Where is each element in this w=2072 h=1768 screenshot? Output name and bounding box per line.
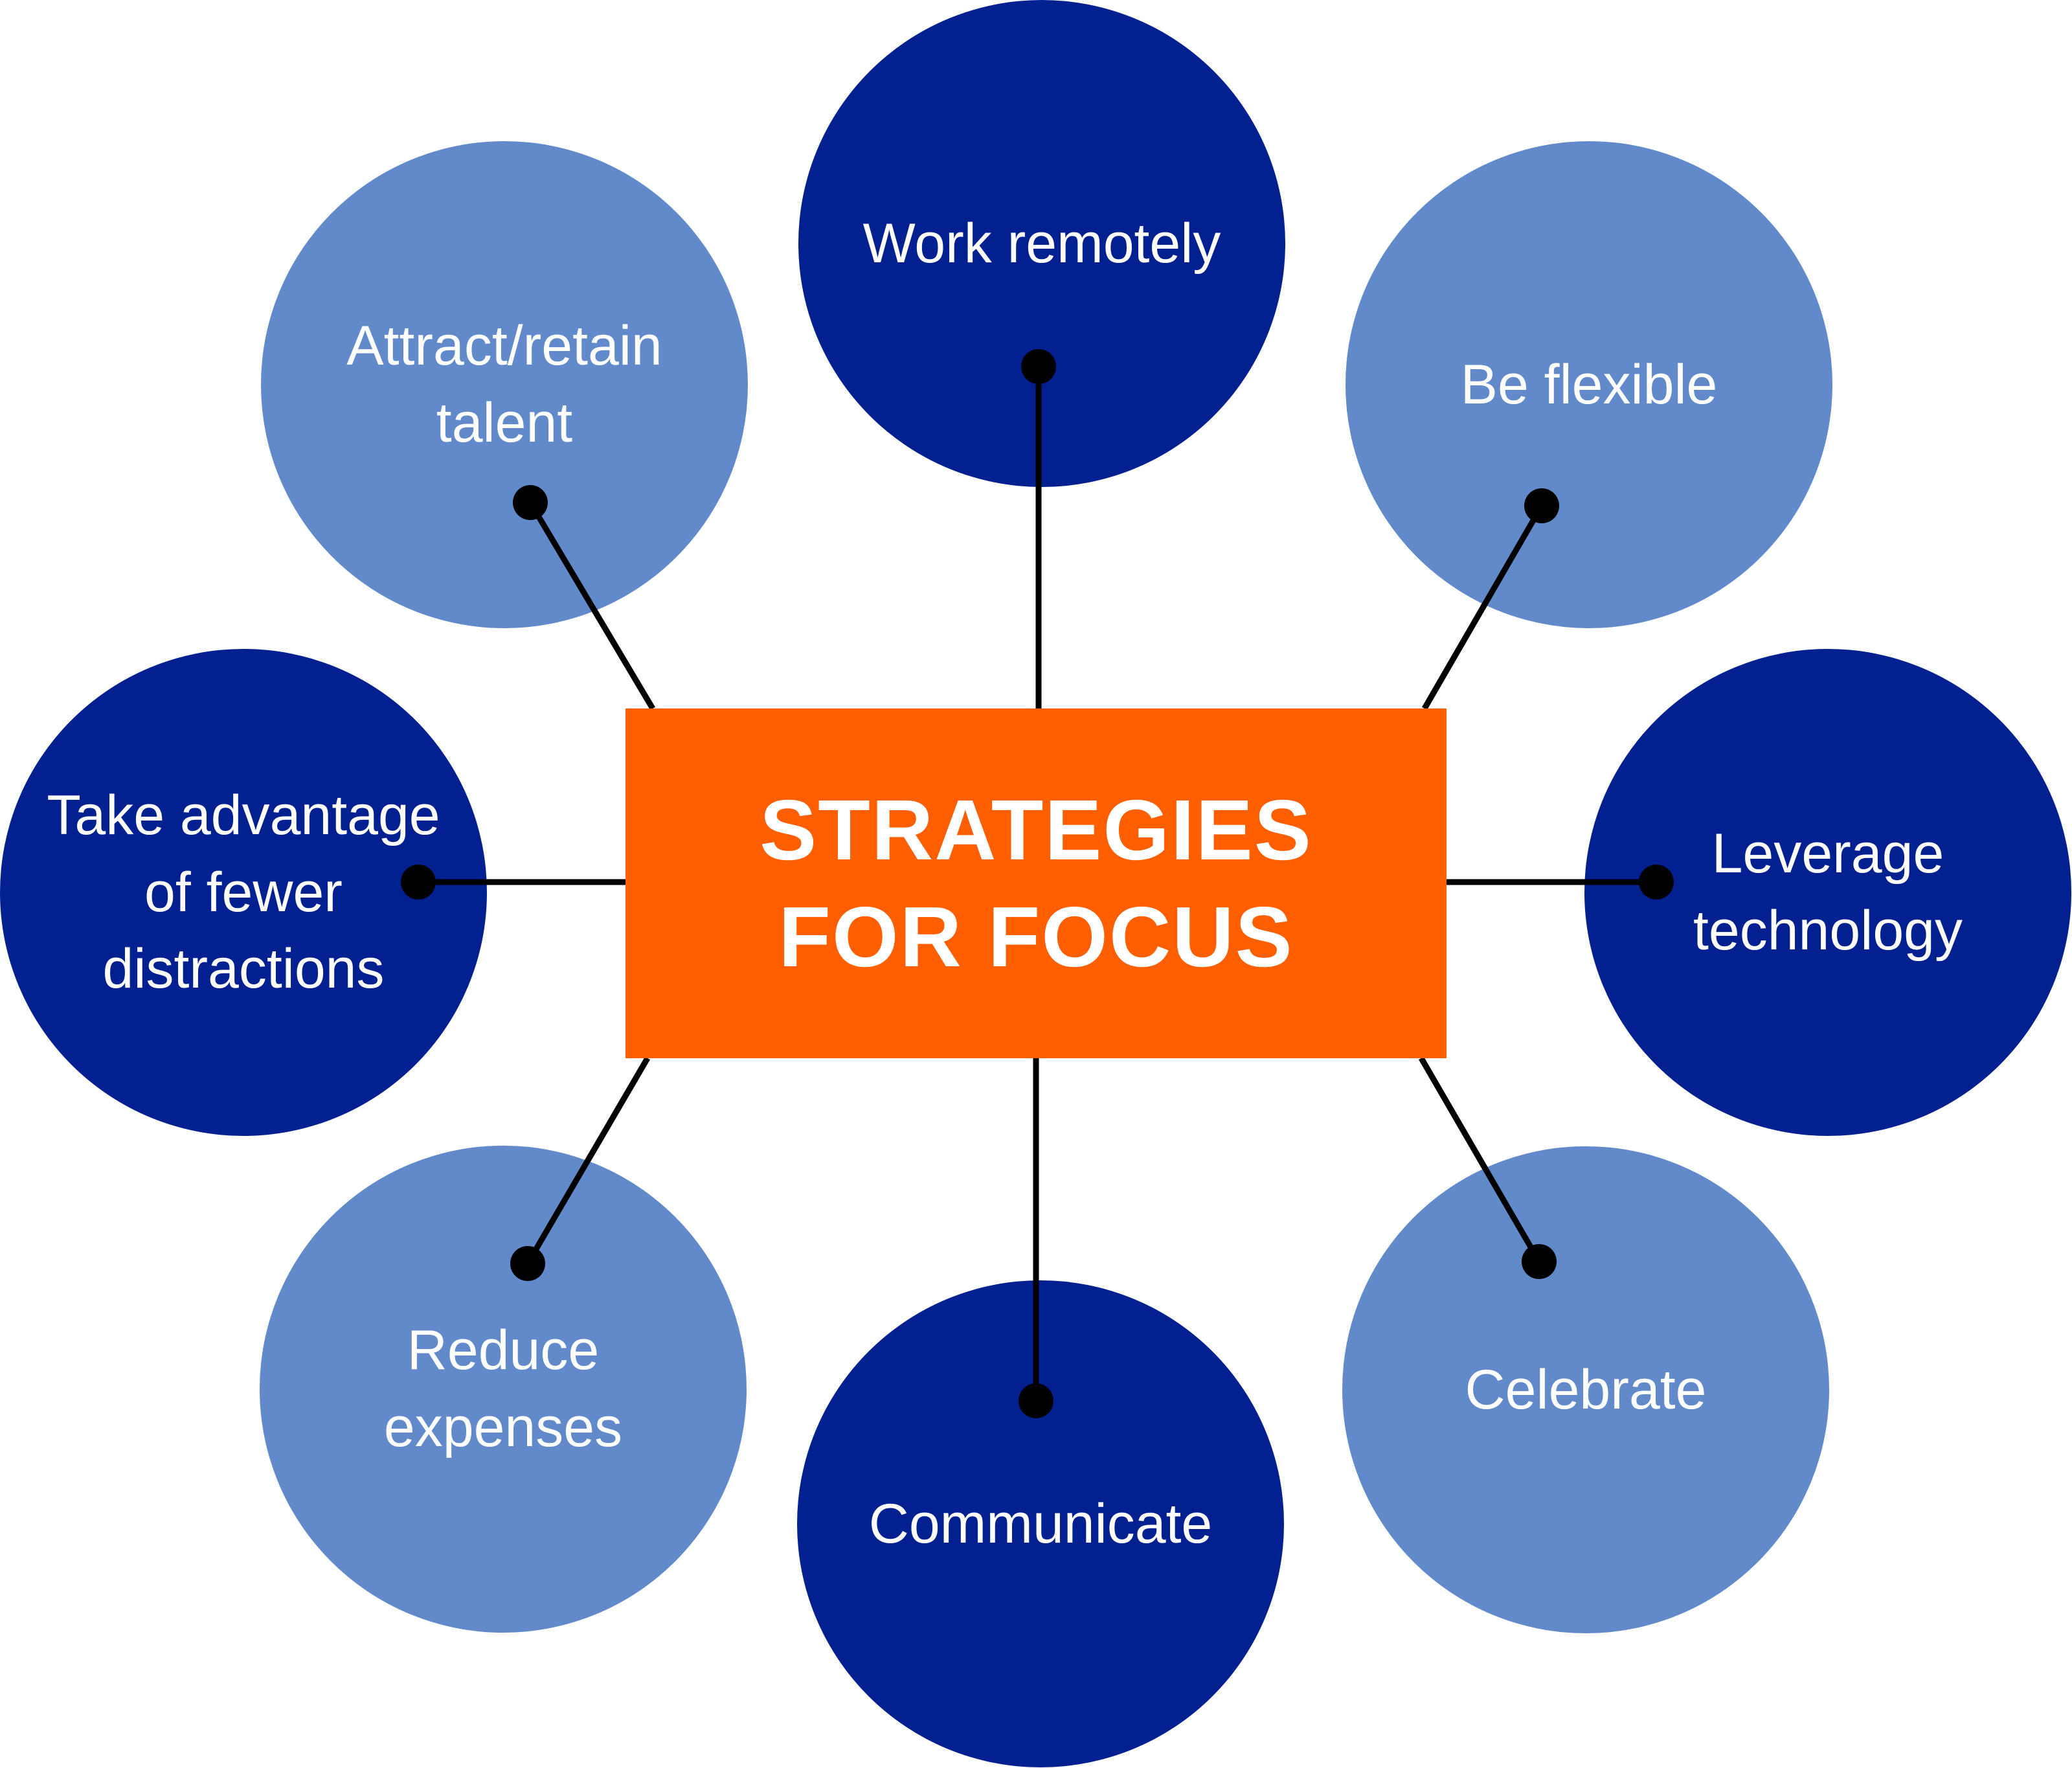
center-title-box: STRATEGIES FOR FOCUS [625,708,1447,1058]
node-be-flexible: Be flexible [1346,141,1832,628]
node-label-communicate: Communicate [868,1492,1213,1555]
node-label-celebrate: Celebrate [1465,1358,1707,1421]
node-label-attract-retain: Attract/retain talent [346,315,662,454]
node-reduce-expenses: Reduce expenses [260,1146,747,1633]
node-label-be-flexible: Be flexible [1460,353,1718,416]
node-label-leverage-technology: Leverage technology [1693,822,1963,962]
node-label-work-remotely: Work remotely [862,212,1221,275]
node-celebrate: Celebrate [1342,1146,1829,1633]
node-label-fewer-distractions: Take advantage of fewer distractions [47,784,440,1001]
node-fewer-distractions: Take advantage of fewer distractions [0,649,487,1136]
center-title: STRATEGIES FOR FOCUS [760,782,1312,984]
node-work-remotely: Work remotely [798,0,1285,487]
node-communicate: Communicate [797,1280,1284,1767]
node-leverage-technology: Leverage technology [1584,649,2071,1136]
node-attract-retain: Attract/retain talent [261,141,748,628]
node-label-reduce-expenses: Reduce expenses [383,1319,623,1458]
